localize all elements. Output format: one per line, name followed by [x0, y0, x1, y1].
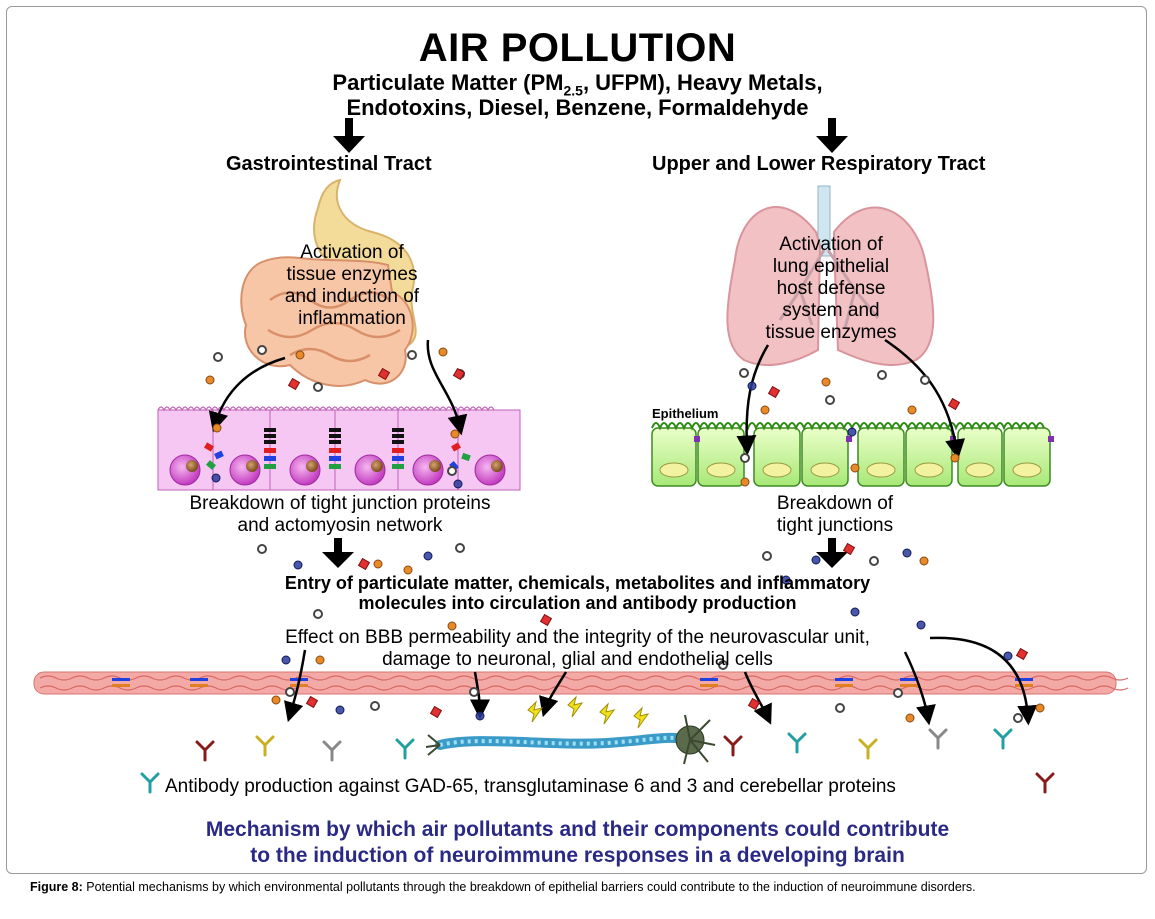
gastrointestinal-organ-illustration — [240, 178, 417, 387]
resp-heading: Upper and Lower Respiratory Tract — [652, 153, 986, 175]
bbb-effect-text: Effect on BBB permeability and the integ… — [285, 627, 870, 670]
resp-activation-text: Activation of lung epithelial host defen… — [765, 234, 897, 343]
pollutants-line-2: Endotoxins, Diesel, Benzene, Formaldehyd… — [346, 95, 809, 120]
main-title: AIR POLLUTION — [418, 26, 737, 70]
resp-breakdown-text: Breakdown of tight junctions — [776, 493, 894, 536]
lungs-illustration — [726, 185, 935, 367]
gi-heading: Gastrointestinal Tract — [226, 153, 432, 175]
neuron-illustration — [425, 695, 716, 765]
mechanism-summary: Mechanism by which air pollutants and th… — [205, 818, 950, 867]
figure-caption-label: Figure 8: — [30, 880, 83, 894]
bbb-crossing-arrows — [284, 636, 1038, 726]
gi-activation-arrows — [208, 339, 468, 436]
down-arrow-resp-entry — [816, 538, 848, 568]
entry-text: Entry of particulate matter, chemicals, … — [284, 573, 871, 613]
figure-caption: Figure 8: Potential mechanisms by which … — [30, 880, 976, 894]
respiratory-epithelial-cells — [651, 422, 1054, 487]
antibodies — [140, 728, 1055, 794]
epithelium-label: Epithelium — [652, 406, 719, 421]
blood-vessel-band — [33, 671, 1129, 695]
pollutant-particles — [205, 345, 1045, 723]
down-arrow-gi — [333, 118, 365, 153]
gi-activation-text: Activation of tissue enzymes and inducti… — [284, 242, 420, 329]
resp-activation-arrows — [736, 338, 966, 460]
pollutants-line-1: Particulate Matter (PM2.5, UFPM), Heavy … — [332, 70, 823, 99]
down-arrow-gi-entry — [322, 538, 354, 568]
figure-frame — [6, 6, 1147, 874]
antibody-production-text: Antibody production against GAD-65, tran… — [165, 776, 896, 797]
down-arrow-resp — [816, 118, 848, 153]
gi-breakdown-text: Breakdown of tight junction proteins and… — [189, 493, 491, 536]
